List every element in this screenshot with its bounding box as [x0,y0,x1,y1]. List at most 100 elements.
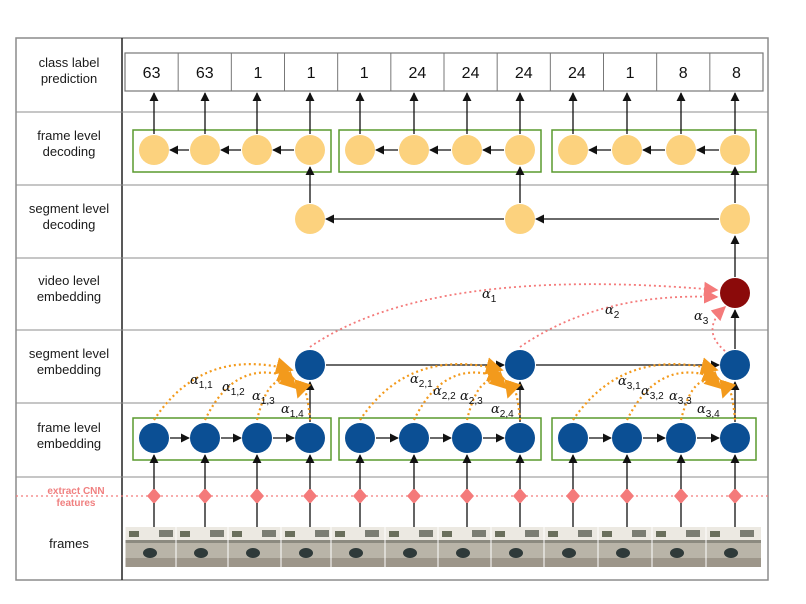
frame-thumbnail [330,527,386,567]
decoding-segment-group [338,129,542,173]
segment-attention-label-base: α [190,373,199,388]
thumbnail-detail [578,530,592,537]
embedding-segment-group [338,417,542,461]
prediction-cell: 24 [515,65,533,82]
decoding-segment-group [551,129,757,173]
prediction-cell: 1 [626,65,635,82]
video-attention-label: α2 [605,303,620,321]
segment-attention-label-sub: 2,3 [469,396,483,407]
cnn-feature-diamond [620,488,634,504]
segment-attention-label-sub: 1,1 [199,380,213,391]
embedding-segment-group [551,417,757,461]
thumbnail-detail [495,531,505,537]
frame-embedding-node [558,423,588,453]
thumbnail-table [438,540,493,543]
segment-attention-label: α3,3 [669,389,692,407]
cnn-feature-diamond [407,488,421,504]
video-attention-label-sub: 3 [703,316,709,327]
cnn-feature-diamond [250,488,264,504]
cnn-feature-diamond [460,488,474,504]
frame-embedding-node [242,423,272,453]
video-attention-arrow [519,289,719,348]
segment-attention-label-sub: 1,3 [261,396,275,407]
frame-decoding-node [558,135,588,165]
embedding-segment-group [132,417,332,461]
row-label-class-label-line: class label [39,55,100,70]
thumbnail-detail [740,530,754,537]
video-embedding-node [720,278,750,308]
thumbnail-figure [349,548,363,558]
frame-embedding-node [399,423,429,453]
thumbnail-detail [472,530,486,537]
prediction-cell: 1 [307,65,316,82]
frame-decoding-node [242,135,272,165]
thumbnail-floor [281,558,336,567]
thumbnail-detail [525,530,539,537]
thumbnail-table [652,540,707,543]
frame-embedding-node [720,423,750,453]
row-label-segment-decoding-line: segment level [29,201,109,216]
thumbnail-floor [331,558,386,567]
frame-embedding-node [505,423,535,453]
frame-thumbnail [651,527,707,567]
frame-embedding-node [612,423,642,453]
segment-attention-label: α1,1 [190,373,213,391]
segment-attention-label-base: α [669,389,678,404]
frame-attention-arrow [719,379,737,421]
attention-arrows [153,281,737,421]
nodes [139,135,750,453]
thumbnail-detail [180,531,190,537]
video-attention-label-base: α [605,303,614,318]
thumbnail-detail [262,530,276,537]
frame-thumbnail [490,527,546,567]
row-label-segment-embedding-line: segment level [29,346,109,361]
cnn-features-row [147,488,742,504]
segment-attention-label: α2,1 [410,372,433,390]
thumbnail-floor [491,558,546,567]
frame-decoding-node [720,135,750,165]
thumbnail-table [125,540,180,543]
segment-attention-label: α2,3 [460,389,483,407]
frame-thumbnail [384,527,440,567]
thumbnail-detail [632,530,646,537]
cnn-feature-diamond [198,488,212,504]
segment-attention-label-base: α [281,402,290,417]
thumbnail-figure [562,548,576,558]
thumbnail-detail [710,531,720,537]
frame-attention-arrow [626,364,721,421]
thumbnail-detail [210,530,224,537]
thumbnail-table [176,540,231,543]
frame-thumbnails [124,527,761,567]
thumbnail-table [598,540,653,543]
frame-decoding-node [399,135,429,165]
cnn-feature-diamond [728,488,742,504]
frame-thumbnail [437,527,493,567]
thumbnail-table [491,540,546,543]
cnn-feature-diamond [674,488,688,504]
outer-frame [15,37,769,581]
frame-thumbnail [543,527,599,567]
segment-attention-label-sub: 2,1 [419,379,433,390]
thumbnail-detail [129,531,139,537]
segment-attention-label: α1,3 [252,389,275,407]
segment-embedding-node [505,350,535,380]
thumbnail-floor [176,558,231,567]
segment-attention-label-base: α [491,402,500,417]
prediction-cell: 1 [360,65,369,82]
frame-embedding-node [190,423,220,453]
row-label-frame-embedding-line: frame level [37,420,101,435]
video-attention-arrow [710,306,727,352]
thumbnail-detail [285,531,295,537]
segment-attention-label-sub: 2,4 [500,409,514,420]
frame-decoding-node [295,135,325,165]
cnn-feature-diamond [353,488,367,504]
frame-attention-arrow [504,379,522,421]
thumbnail-floor [544,558,599,567]
segment-attention-label: α1,2 [222,380,245,398]
video-attention-label-base: α [694,309,703,324]
row-label-frame-embedding-line: embedding [37,436,101,451]
segment-attention-label-base: α [252,389,261,404]
